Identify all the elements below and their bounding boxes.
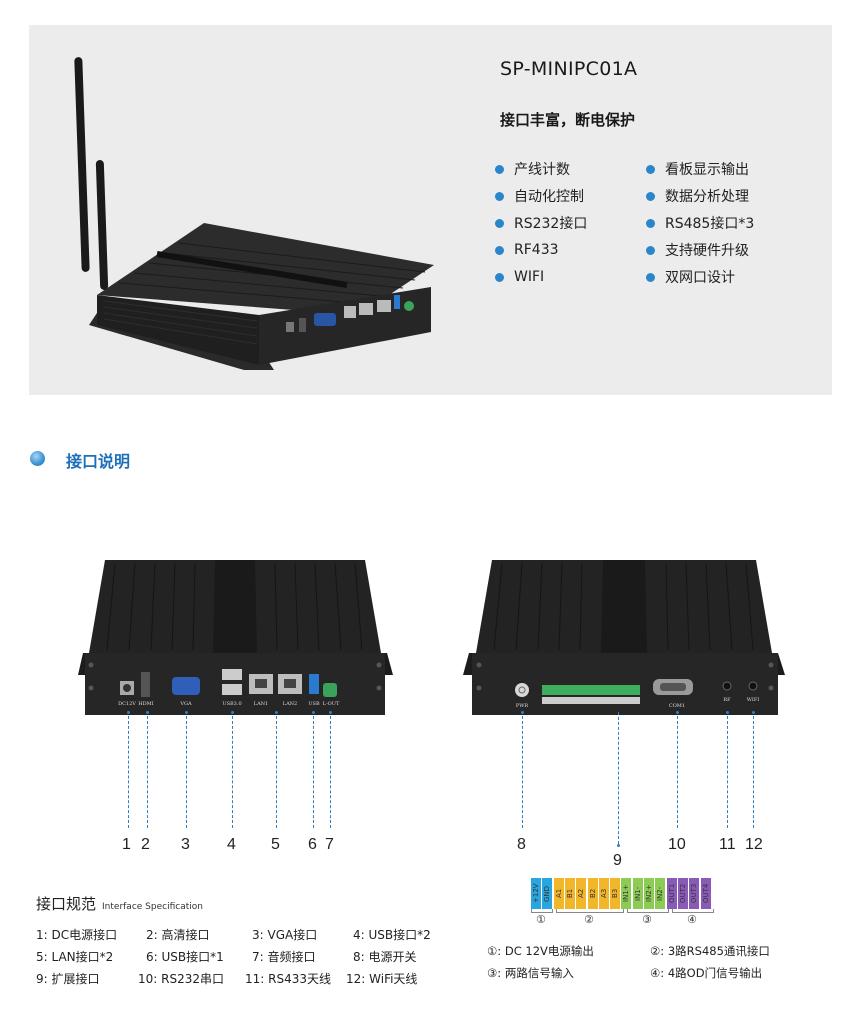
spec-item: 1: DC电源接口 (36, 928, 118, 942)
spec-item: 2: 高清接口 (146, 928, 210, 942)
terminal-pin: IN1- (632, 878, 643, 909)
group-number: ③ (642, 913, 652, 926)
group-bracket (531, 909, 553, 913)
terminal-pin: A3 (598, 878, 609, 909)
section-title: 接口说明 (66, 452, 131, 471)
terminal-legend-item: ④: 4路OD门信号输出 (650, 966, 763, 980)
terminal-pin: OUT2 (677, 878, 688, 909)
port-label: USB3.0 (222, 701, 241, 707)
callout-number: 1 (122, 836, 131, 853)
feature-item: 数据分析处理 (646, 187, 749, 205)
spec-item: 7: 音频接口 (252, 950, 316, 964)
callout-number: 6 (308, 836, 317, 853)
bullet-icon (495, 245, 504, 255)
callout-number: 8 (517, 836, 526, 853)
product-hero: SP-MINIPC01A 接口丰富，断电保护 产线计数 自动化控制 RS232接… (29, 25, 832, 395)
terminal-pin: IN2+ (644, 878, 654, 909)
feature-item: 支持硬件升级 (646, 241, 749, 259)
bullet-icon (646, 164, 655, 174)
terminal-pin: GND (542, 878, 553, 909)
spec-item: 4: USB接口*2 (353, 928, 431, 942)
group-number: ① (536, 913, 546, 926)
callout-number: 11 (719, 836, 736, 853)
spec-subtitle: Interface Specification (102, 902, 203, 912)
callout-number: 10 (668, 836, 686, 853)
terminal-pin: B2 (587, 878, 598, 909)
terminal-legend-item: ②: 3路RS485通讯接口 (650, 944, 770, 958)
bullet-icon (495, 164, 504, 174)
terminal-pin: B1 (564, 878, 575, 909)
bullet-icon (495, 191, 504, 201)
feature-item: RF433 (495, 241, 559, 259)
terminal-legend-item: ①: DC 12V电源输出 (487, 944, 594, 958)
terminal-pin: A2 (576, 878, 587, 909)
callout-number: 3 (181, 836, 190, 853)
terminal-pin: OUT4 (700, 878, 711, 909)
port-label: HDMI (138, 701, 153, 707)
terminal-pin: +12V (531, 878, 541, 909)
port-label: WIFI (747, 697, 760, 703)
port-label: PWR (516, 703, 529, 709)
spec-item: 12: WiFi天线 (346, 972, 418, 986)
bullet-icon (646, 191, 655, 201)
product-tagline: 接口丰富，断电保护 (500, 111, 636, 129)
section-icon (30, 451, 45, 466)
feature-item: 双网口设计 (646, 268, 735, 286)
port-label: RF (723, 697, 731, 703)
spec-item: 11: RS433天线 (245, 972, 331, 986)
bullet-icon (646, 245, 655, 255)
spec-item: 9: 扩展接口 (36, 972, 100, 986)
feature-item: 看板显示输出 (646, 160, 749, 178)
terminal-pin: IN2- (655, 878, 666, 909)
terminal-pin: IN1+ (621, 878, 632, 909)
group-bracket (556, 909, 624, 913)
spec-item: 8: 电源开关 (353, 950, 417, 964)
port-label: DC12V (118, 701, 136, 707)
group-number: ④ (687, 913, 697, 926)
terminal-pin: B3 (610, 878, 621, 909)
terminal-pin: OUT1 (666, 878, 677, 909)
terminal-pin: A1 (553, 878, 564, 909)
port-label: L-OUT (323, 701, 340, 707)
group-number: ② (584, 913, 594, 926)
feature-item: 自动化控制 (495, 187, 584, 205)
feature-item: 产线计数 (495, 160, 570, 178)
group-bracket (627, 909, 669, 913)
spec-item: 3: VGA接口 (252, 928, 318, 942)
port-label: LAN2 (283, 701, 298, 707)
device-product-image (74, 57, 434, 370)
callout-number: 7 (325, 836, 334, 853)
port-label: LAN1 (254, 701, 269, 707)
bullet-icon (646, 218, 655, 228)
front-panel-image: DC12V HDMI VGA USB3.0 LAN1 LAN2 USB L-OU… (78, 560, 393, 715)
rear-panel-image: PWR COM1 RF WIFI (463, 560, 785, 715)
callout-number: 5 (271, 836, 280, 853)
feature-item: RS485接口*3 (646, 214, 754, 232)
callout-number: 4 (227, 836, 236, 853)
terminal-legend-item: ③: 两路信号输入 (487, 966, 574, 980)
group-bracket (672, 909, 714, 913)
port-label: COM1 (669, 703, 685, 709)
bullet-icon (495, 218, 504, 228)
feature-item: WIFI (495, 268, 544, 286)
callout-number: 9 (613, 852, 622, 869)
terminal-pin: OUT3 (689, 878, 700, 909)
callout-number: 2 (141, 836, 150, 853)
spec-item: 6: USB接口*1 (146, 950, 224, 964)
spec-item: 10: RS232串口 (138, 972, 224, 986)
bullet-icon (646, 272, 655, 282)
callout-number: 12 (745, 836, 763, 853)
bullet-icon (495, 272, 504, 282)
product-name: SP-MINIPC01A (500, 58, 638, 80)
port-label: VGA (179, 701, 192, 707)
spec-item: 5: LAN接口*2 (36, 950, 114, 964)
feature-item: RS232接口 (495, 214, 587, 232)
port-label: USB (308, 701, 320, 707)
